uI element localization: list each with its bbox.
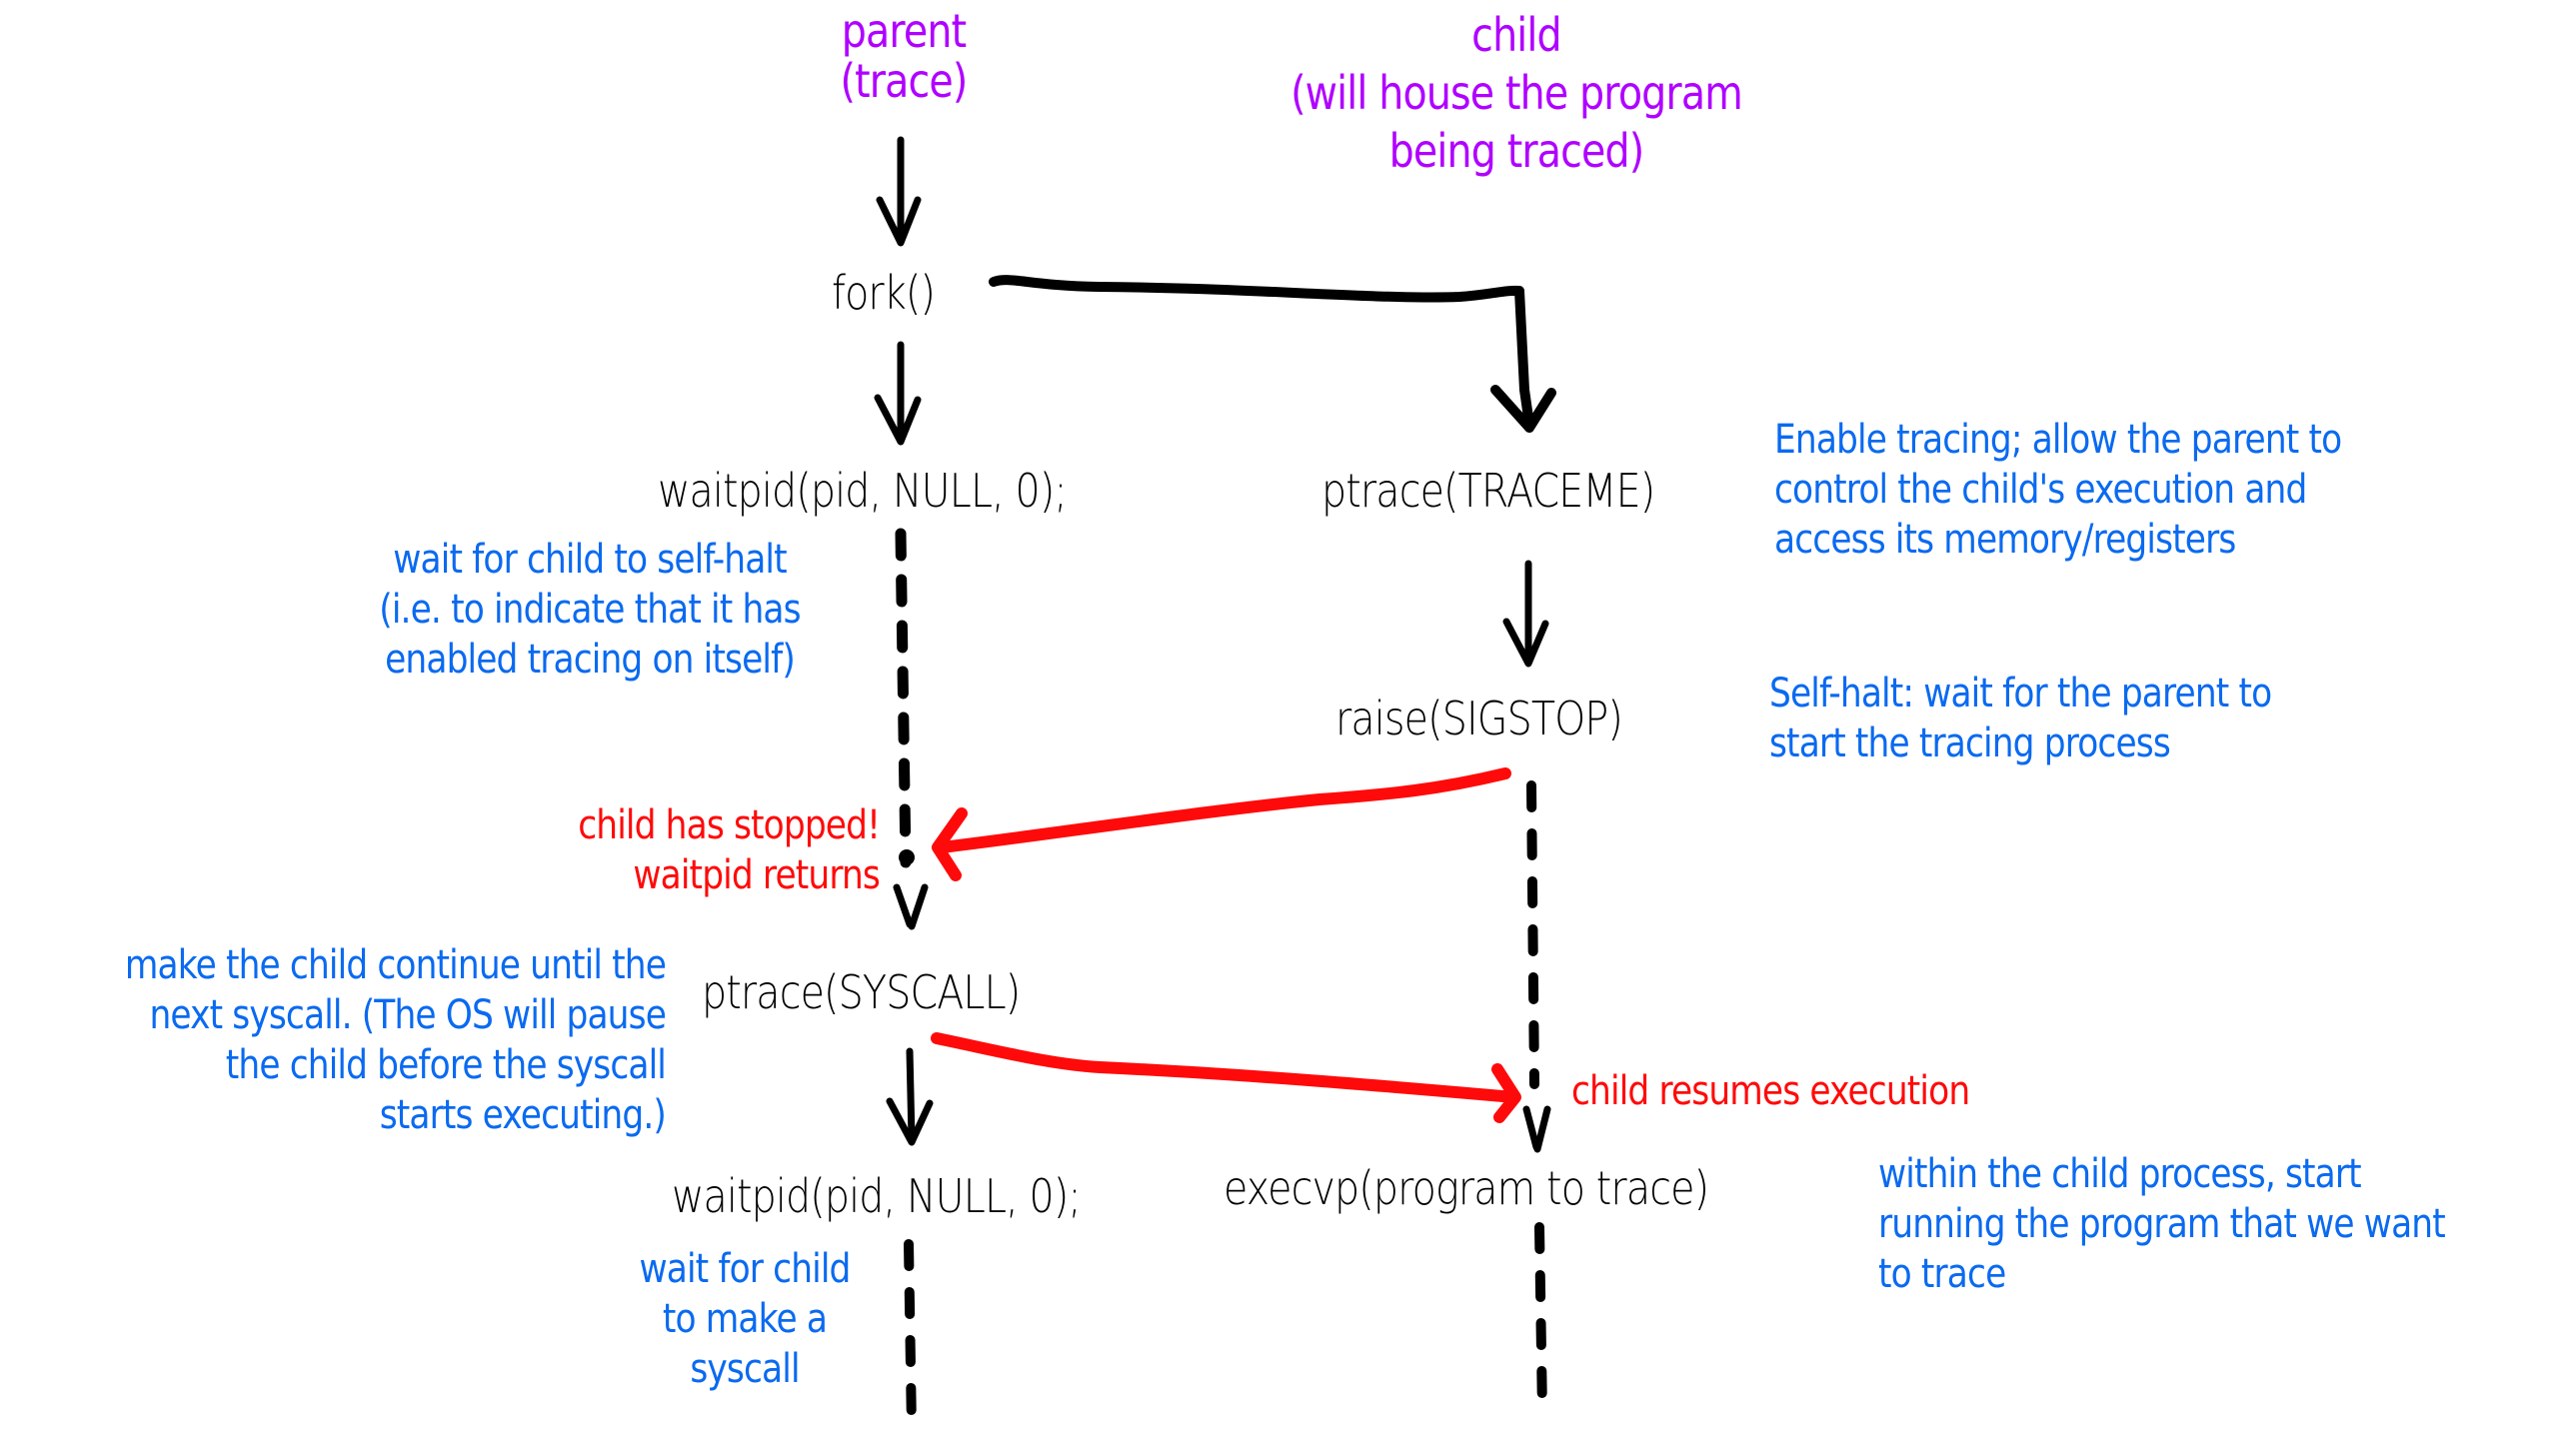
arrow-fork-to-child: [989, 275, 1556, 433]
note-line: enabled tracing on itself): [385, 637, 796, 683]
child-running-dotted-line: [1526, 780, 1539, 1089]
note-line: wait for child: [639, 1246, 851, 1292]
child-heading: child (will house the program being trac…: [1242, 8, 1791, 182]
waitpid-call-2: waitpid(pid, NULL, 0);: [672, 1169, 1082, 1223]
arrow-parent-to-fork: [876, 136, 922, 247]
arrow-syscall-to-child: [931, 1032, 1521, 1123]
raise-sigstop-call: raise(SIGSTOP): [1335, 692, 1623, 745]
arrow-fork-to-waitpid: [874, 341, 922, 446]
note-line: starts executing.): [379, 1092, 667, 1138]
event-child-resumes: child resumes execution: [1571, 1068, 1970, 1114]
parent-heading: parent (trace): [801, 8, 1007, 108]
arrow-to-ptrace-syscall: [893, 883, 929, 930]
event-child-stopped: child has stopped! waitpid returns: [450, 802, 881, 905]
fork-call: fork(): [832, 266, 936, 320]
parent-wait-dotted-line-2: [904, 1239, 917, 1430]
note-line: (i.e. to indicate that it has: [379, 587, 801, 633]
note-line: within the child process, start: [1878, 1151, 2362, 1197]
note-line: wait for child to self-halt: [393, 537, 787, 583]
note-line: control the child's execution and: [1774, 467, 2307, 513]
note-line: running the program that we want: [1878, 1201, 2446, 1247]
note-waitpid-2: wait for child to make a syscall: [620, 1249, 869, 1399]
arrow-to-execvp: [1522, 1105, 1551, 1153]
parent-stop-point: [899, 849, 915, 865]
arrow-syscall-to-waitpid: [886, 1047, 934, 1146]
ptrace-traceme-call: ptrace(TRACEME): [1321, 464, 1655, 518]
arrow-sigstop-to-waitpid: [932, 767, 1511, 881]
parent-heading-line: (trace): [840, 54, 969, 108]
note-line: syscall: [690, 1346, 800, 1392]
note-line: Enable tracing; allow the parent to: [1774, 417, 2342, 463]
event-line: child has stopped!: [578, 802, 881, 848]
note-ptrace-syscall: make the child continue until the next s…: [59, 942, 667, 1145]
child-heading-line: being traced): [1388, 124, 1645, 178]
child-heading-line: (will house the program: [1290, 66, 1743, 120]
note-line: to trace: [1878, 1251, 2006, 1297]
child-heading-line: child: [1471, 8, 1561, 62]
child-running-dotted-line-2: [1534, 1222, 1547, 1419]
note-line: next syscall. (The OS will pause: [149, 992, 666, 1038]
note-line: Self-halt: wait for the parent to: [1769, 671, 2272, 716]
note-line: to make a: [662, 1296, 828, 1342]
arrow-traceme-to-raise: [1502, 560, 1549, 668]
execvp-call: execvp(program to trace): [1224, 1161, 1709, 1215]
ptrace-syscall-call: ptrace(SYSCALL): [702, 965, 1021, 1019]
parent-wait-dotted-line-1: [895, 528, 912, 868]
event-line: waitpid returns: [633, 852, 880, 898]
parent-heading-line: parent: [841, 4, 967, 58]
note-line: the child before the syscall: [225, 1042, 667, 1088]
note-line: access its memory/registers: [1774, 517, 2236, 563]
note-waitpid-1: wait for child to self-halt (i.e. to ind…: [341, 540, 840, 690]
note-line: start the tracing process: [1769, 720, 2171, 766]
note-line: make the child continue until the: [124, 942, 667, 988]
waitpid-call-1: waitpid(pid, NULL, 0);: [658, 464, 1068, 518]
note-execvp: within the child process, start running …: [1878, 1151, 2446, 1304]
note-traceme: Enable tracing; allow the parent to cont…: [1774, 417, 2342, 570]
note-sigstop: Self-halt: wait for the parent to start …: [1769, 671, 2272, 773]
